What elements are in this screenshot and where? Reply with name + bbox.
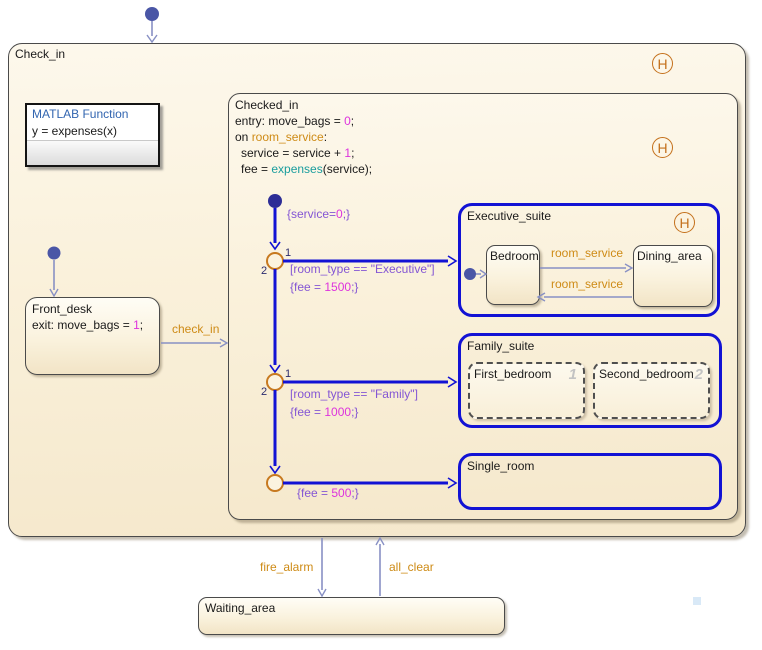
parallel-order-number: 1 [568,366,577,383]
state-front-desk[interactable]: Front_desk exit: move_bags = 1; [25,297,160,375]
arrowhead-icon [317,588,327,598]
state-title: Single_room [467,459,535,473]
state-title: Checked_in [235,98,299,112]
state-title: Second_bedroom [599,367,694,381]
state-title: Check_in [15,47,66,61]
state-title: First_bedroom [474,367,552,381]
state-single-room[interactable]: Single_room [458,453,722,510]
state-family-suite[interactable]: Family_suite [458,333,722,428]
state-second-bedroom[interactable]: Second_bedroom 2 [593,362,710,419]
on-event-action: on room_service: [235,130,328,144]
matlab-function-signature: y = expenses(x) [32,124,118,138]
canvas-artifact [693,597,701,605]
state-bedroom[interactable]: Bedroom [486,245,540,305]
arrowhead-icon [375,536,385,546]
state-title: Family_suite [467,339,535,353]
history-junction-icon[interactable]: H [652,53,673,74]
service-increment-action: service = service + 1; [241,146,355,160]
state-title: Bedroom [490,249,539,263]
matlab-function-header: MATLAB Function [32,107,129,121]
state-title: Waiting_area [205,601,276,615]
state-title: Dining_area [637,249,702,263]
parallel-order-number: 2 [694,366,703,383]
state-dining-area[interactable]: Dining_area [633,245,713,307]
matlab-function-body [27,140,158,165]
default-transition-dot[interactable] [145,7,159,21]
transition-label-fire-alarm[interactable]: fire_alarm [260,560,314,574]
state-first-bedroom[interactable]: First_bedroom 1 [468,362,585,419]
history-junction-icon[interactable]: H [674,212,695,233]
matlab-function-block[interactable]: MATLAB Function y = expenses(x) [25,103,160,167]
history-junction-icon[interactable]: H [652,137,673,158]
state-title: Front_desk [32,302,93,316]
state-executive-suite[interactable]: Executive_suite [458,203,720,317]
arrowhead-icon [146,34,158,44]
fee-expenses-action: fee = expenses(service); [241,162,373,176]
state-waiting-area[interactable]: Waiting_area [198,597,505,635]
transition-label-all-clear[interactable]: all_clear [389,560,434,574]
state-title: Executive_suite [467,209,552,223]
exit-action: exit: move_bags = 1; [32,318,144,332]
entry-action: entry: move_bags = 0; [235,114,355,128]
